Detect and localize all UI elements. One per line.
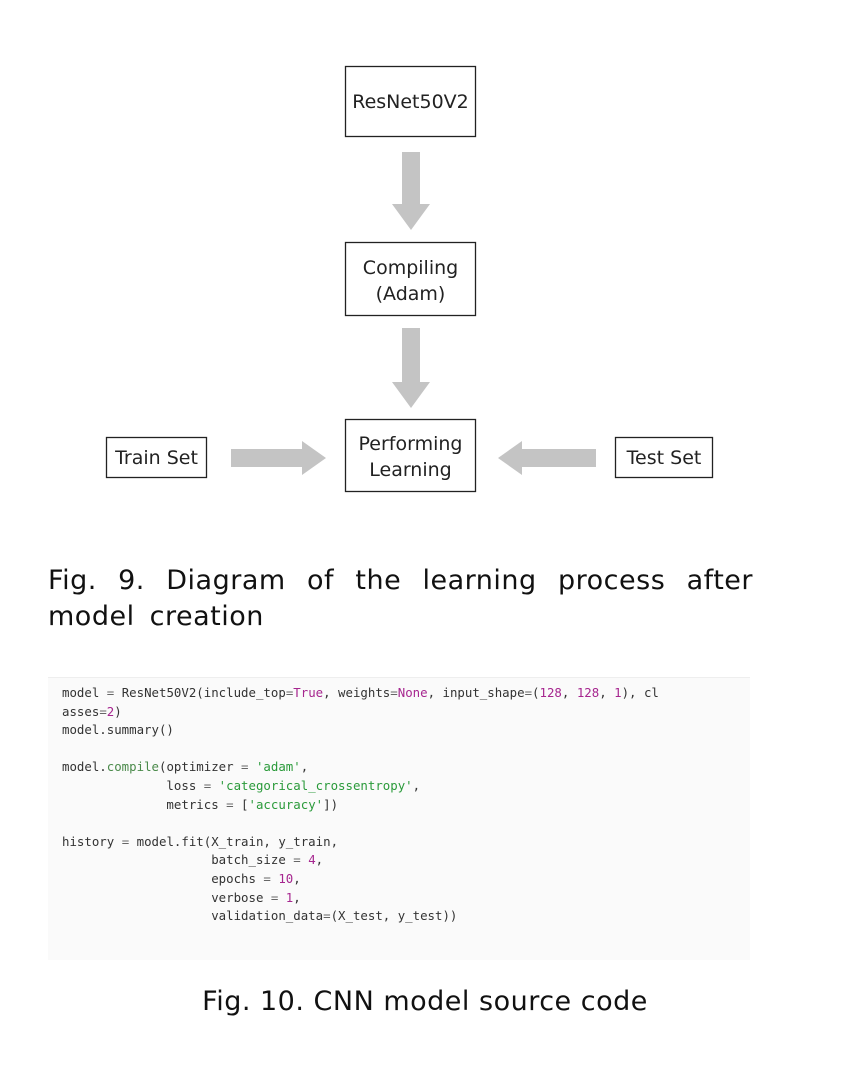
node-resnet50v2-box <box>344 65 477 138</box>
node-test-set-label: Test Set <box>626 447 702 469</box>
code-token: , weights <box>323 685 391 700</box>
code-token: = <box>293 852 309 868</box>
arrow-down-compile-to-perform <box>392 328 430 408</box>
code-line <box>62 814 740 833</box>
code-token: , <box>315 852 324 868</box>
code-line: history = model.fit(X_train, y_train, <box>62 833 740 852</box>
arrow-down-resnet-to-compile <box>392 152 430 230</box>
learning-process-diagram: ResNet50V2 Compiling (Adam) Performing L… <box>105 65 714 493</box>
code-line: validation_data=(X_test, y_test)) <box>62 907 740 926</box>
code-token: 128 <box>576 685 600 700</box>
code-token: , <box>599 685 615 700</box>
code-token: model.summary() <box>62 722 174 738</box>
code-token: 2 <box>106 703 115 719</box>
code-token: = <box>390 685 398 700</box>
code-line: batch_size = 4, <box>62 851 740 870</box>
code-token: loss <box>62 777 204 793</box>
code-token: , <box>561 685 577 700</box>
code-token: = <box>285 685 294 700</box>
code-token: [ <box>241 796 249 812</box>
node-compiling-label-line1: Compiling <box>363 257 458 279</box>
code-token: = <box>524 685 533 700</box>
code-token: 4 <box>308 852 316 868</box>
code-token: , <box>300 759 309 775</box>
code-line: model = ResNet50V2(include_top=True, wei… <box>62 684 740 703</box>
code-token: = <box>270 889 286 905</box>
node-resnet50v2-label: ResNet50V2 <box>352 91 469 113</box>
code-line: metrics = ['accuracy']) <box>62 796 740 815</box>
code-token: epochs <box>62 870 264 886</box>
code-token: = <box>323 908 331 924</box>
code-token: ( <box>532 685 540 700</box>
code-token: batch_size <box>62 852 294 868</box>
code-token: model.fit(X_train, y_train, <box>136 833 339 849</box>
code-token: = <box>263 870 279 886</box>
code-token: , <box>293 870 301 886</box>
code-token: (optimizer <box>158 759 242 775</box>
node-performing-learning-box <box>344 418 477 493</box>
code-token: 1 <box>614 685 622 700</box>
code-token: , <box>412 777 421 793</box>
arrow-right-train-to-perform <box>231 441 326 475</box>
code-token: 1 <box>285 889 294 905</box>
node-train-set-box <box>105 436 208 479</box>
source-code-block: model = ResNet50V2(include_top=True, wei… <box>48 677 750 960</box>
node-performing-learning-label-line1: Performing <box>359 433 463 455</box>
code-token: ]) <box>323 796 339 812</box>
node-train-set-label: Train Set <box>114 447 198 469</box>
code-line: loss = 'categorical_crossentropy', <box>62 777 740 796</box>
code-token: 'categorical_crossentropy' <box>218 777 413 793</box>
code-token: verbose <box>62 889 271 905</box>
source-code: model = ResNet50V2(include_top=True, wei… <box>62 684 740 926</box>
code-token: = <box>106 685 122 700</box>
figure-10-caption: Fig. 10. CNN model source code <box>202 986 648 1017</box>
code-token: , <box>293 889 301 905</box>
node-compiling-label-line2: (Adam) <box>376 283 446 305</box>
node-performing-learning-label-line2: Learning <box>369 459 452 481</box>
code-token: = <box>241 759 256 775</box>
code-line <box>62 740 740 759</box>
code-line: epochs = 10, <box>62 870 740 889</box>
figure-9-caption: Fig. 9. Diagram of the learning process … <box>48 565 753 632</box>
code-line: asses=2) <box>62 703 740 722</box>
code-token: 'accuracy' <box>248 796 324 812</box>
arrow-left-test-to-perform <box>498 441 596 475</box>
code-token: = <box>121 833 137 849</box>
code-token: ResNet50V2(include_top <box>121 685 286 700</box>
code-token: (X_test, y_test)) <box>330 908 458 924</box>
code-token: = <box>226 796 242 812</box>
node-test-set-box <box>614 436 714 479</box>
code-token: 10 <box>278 870 294 886</box>
code-token: True <box>293 685 324 700</box>
code-token: , input_shape <box>427 685 525 700</box>
code-token: = <box>203 777 219 793</box>
code-token: model <box>62 685 107 700</box>
code-token: history <box>62 833 122 849</box>
code-token: 128 <box>539 685 562 700</box>
code-token: compile <box>106 759 159 775</box>
code-token: ), cl <box>621 685 659 700</box>
code-token: ) <box>114 703 122 719</box>
code-line: model.compile(optimizer = 'adam', <box>62 758 740 777</box>
code-token: None <box>397 685 428 700</box>
code-token: 'adam' <box>255 759 301 775</box>
code-token: = <box>99 703 107 719</box>
node-compiling-box <box>344 241 477 317</box>
code-token: validation_data <box>62 908 324 924</box>
code-line: verbose = 1, <box>62 889 740 908</box>
code-token: model. <box>62 759 107 775</box>
code-token: asses <box>62 703 100 719</box>
code-token: metrics <box>62 796 227 812</box>
code-line: model.summary() <box>62 721 740 740</box>
